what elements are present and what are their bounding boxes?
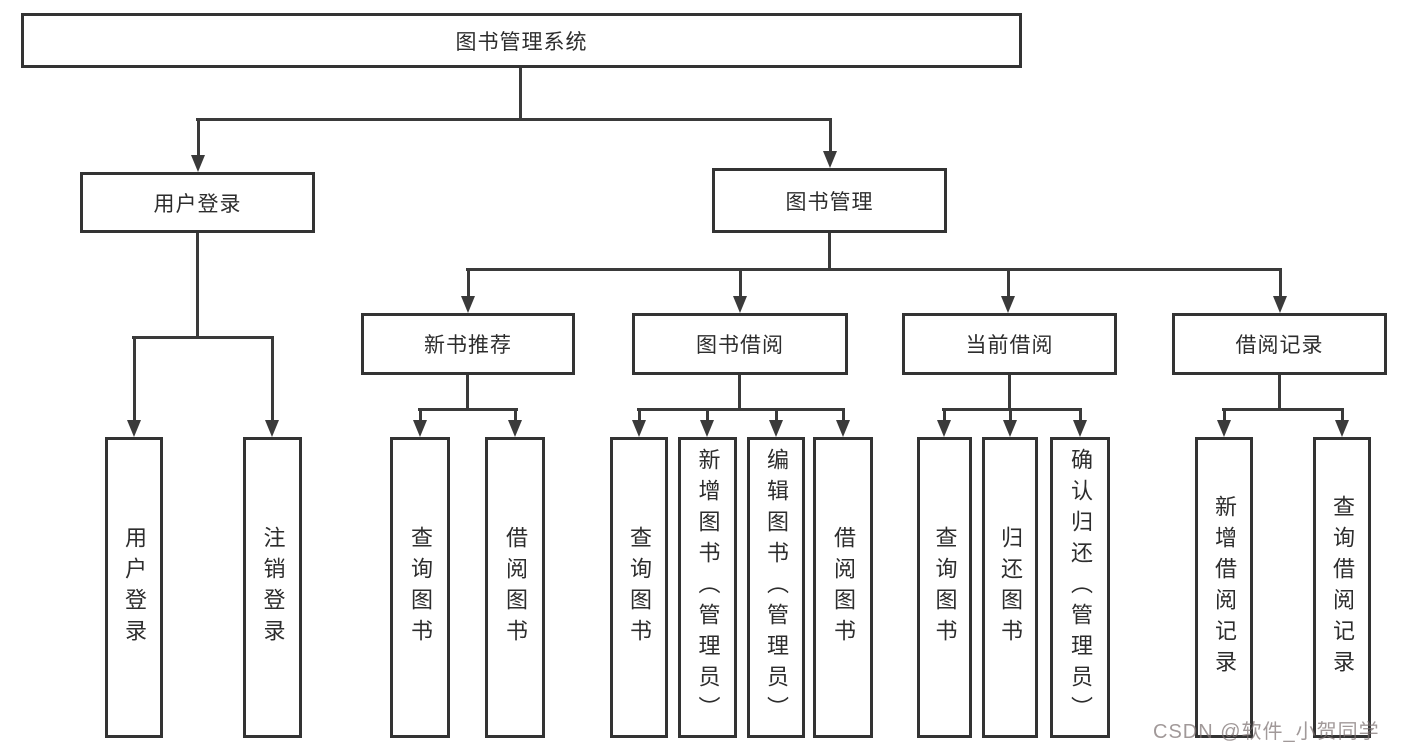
connector-current-rail bbox=[942, 408, 1082, 411]
arrow-to-leaf-borrow-add bbox=[699, 408, 716, 437]
connector-newrec-rail bbox=[418, 408, 518, 411]
arrow-to-leaf-logout bbox=[264, 336, 281, 437]
leaf-newrec-borrow-books: 借阅图书 bbox=[485, 437, 545, 738]
node-borrow-records: 借阅记录 bbox=[1172, 313, 1387, 375]
leaf-label: 查询图书 bbox=[932, 525, 958, 650]
node-new-book-recommend: 新书推荐 bbox=[361, 313, 575, 375]
node-label: 图书管理 bbox=[785, 190, 874, 214]
arrow-to-current-borrow bbox=[1000, 268, 1017, 313]
leaf-label: 新增借阅记录 bbox=[1212, 494, 1237, 681]
node-label: 用户登录 bbox=[153, 192, 242, 216]
leaf-records-query-borrow-record: 查询借阅记录 bbox=[1313, 437, 1371, 738]
leaf-label: 查询图书 bbox=[627, 525, 652, 650]
connector-newrec-stem bbox=[466, 375, 469, 411]
arrow-to-leaf-records-add bbox=[1216, 408, 1233, 437]
arrow-to-user-login bbox=[190, 118, 207, 172]
leaf-label: 借阅图书 bbox=[503, 525, 528, 650]
arrow-to-book-management bbox=[822, 118, 839, 168]
arrow-to-leaf-newrec-query bbox=[412, 408, 429, 437]
leaf-borrow-query-books: 查询图书 bbox=[610, 437, 668, 738]
node-library-management-system: 图书管理系统 bbox=[21, 13, 1022, 68]
connector-bookmgmt-stem bbox=[828, 233, 831, 271]
connector-userlogin-stem bbox=[196, 233, 199, 339]
arrow-to-leaf-borrow-borrow bbox=[835, 408, 852, 437]
leaf-borrow-borrow-books: 借阅图书 bbox=[813, 437, 873, 738]
leaf-current-query-books: 查询图书 bbox=[917, 437, 972, 738]
arrow-to-leaf-current-confirm bbox=[1072, 408, 1089, 437]
leaf-newrec-query-books: 查询图书 bbox=[390, 437, 450, 738]
connector-userlogin-rail bbox=[132, 336, 274, 339]
arrow-to-leaf-newrec-borrow bbox=[507, 408, 524, 437]
arrow-to-leaf-current-return bbox=[1002, 408, 1019, 437]
leaf-current-return-books: 归还图书 bbox=[982, 437, 1038, 738]
node-label: 当前借阅 bbox=[965, 334, 1054, 357]
leaf-label: 用户登录 bbox=[122, 525, 147, 650]
leaf-label: 确认归还（管理员） bbox=[1068, 448, 1093, 727]
leaf-label: 查询图书 bbox=[408, 525, 433, 650]
node-label: 新书推荐 bbox=[424, 334, 512, 357]
arrow-to-leaf-borrow-query bbox=[631, 408, 648, 437]
node-label: 图书借阅 bbox=[696, 334, 784, 357]
csdn-watermark: CSDN @软件_小贺同学 bbox=[1153, 721, 1380, 743]
node-book-borrow: 图书借阅 bbox=[632, 313, 848, 375]
leaf-label: 查询借阅记录 bbox=[1330, 494, 1355, 681]
leaf-label: 新增图书（管理员） bbox=[695, 448, 721, 727]
node-label: 借阅记录 bbox=[1235, 334, 1324, 357]
arrow-to-leaf-current-query bbox=[936, 408, 953, 437]
leaf-borrow-edit-books-admin: 编辑图书（管理员） bbox=[747, 437, 805, 738]
arrow-to-book-borrow bbox=[732, 268, 749, 313]
leaf-logout: 注销登录 bbox=[243, 437, 302, 738]
arrow-to-leaf-user-login bbox=[126, 336, 143, 437]
node-current-borrow: 当前借阅 bbox=[902, 313, 1117, 375]
node-user-login: 用户登录 bbox=[80, 172, 315, 233]
leaf-records-add-borrow-record: 新增借阅记录 bbox=[1195, 437, 1253, 738]
arrow-to-leaf-borrow-edit bbox=[768, 408, 785, 437]
connector-records-stem bbox=[1278, 375, 1281, 411]
connector-borrow-rail bbox=[637, 408, 845, 411]
arrow-to-new-book-recommend bbox=[460, 268, 477, 313]
arrow-to-borrow-records bbox=[1272, 268, 1289, 313]
connector-root-stem bbox=[519, 68, 522, 121]
arrow-to-leaf-records-query bbox=[1334, 408, 1351, 437]
connector-current-stem bbox=[1008, 375, 1011, 411]
connector-root-rail bbox=[196, 118, 832, 121]
leaf-label: 注销登录 bbox=[260, 525, 286, 650]
leaf-borrow-add-books-admin: 新增图书（管理员） bbox=[678, 437, 737, 738]
leaf-user-login: 用户登录 bbox=[105, 437, 163, 738]
connector-records-rail bbox=[1222, 408, 1344, 411]
connector-bookmgmt-rail bbox=[466, 268, 1282, 271]
leaf-label: 归还图书 bbox=[998, 525, 1023, 650]
leaf-label: 编辑图书（管理员） bbox=[764, 448, 789, 727]
leaf-current-confirm-return-admin: 确认归还（管理员） bbox=[1050, 437, 1110, 738]
node-book-management: 图书管理 bbox=[712, 168, 947, 233]
connector-borrow-stem bbox=[738, 375, 741, 411]
node-label: 图书管理系统 bbox=[455, 30, 588, 54]
leaf-label: 借阅图书 bbox=[831, 525, 856, 650]
